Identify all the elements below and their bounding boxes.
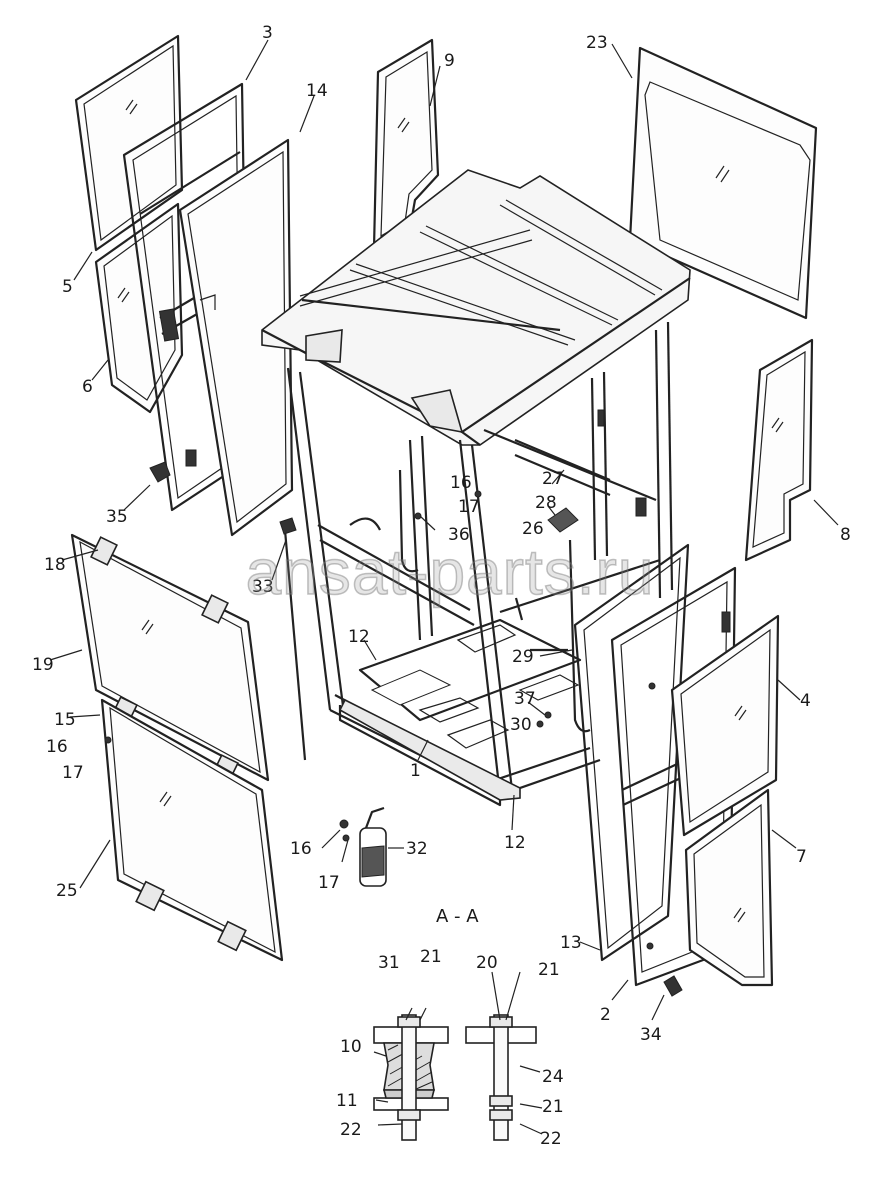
callout-labels: 3 14 9 23 5 6 35 8 18 19 15 16 17 33 12 …	[32, 23, 851, 1149]
part-7-lower-door-glass	[684, 788, 774, 987]
callout-26: 26	[522, 519, 544, 539]
callout-28: 28	[535, 493, 557, 513]
callout-5: 5	[62, 277, 73, 297]
part-23-right-glass	[628, 46, 818, 320]
callout-21-top-left: 21	[420, 947, 442, 967]
part-5-upper-glass	[74, 34, 184, 252]
callout-23: 23	[586, 33, 608, 53]
callout-16-lower: 16	[290, 839, 312, 859]
callout-12-upper: 12	[348, 627, 370, 647]
callout-27: 27	[542, 469, 564, 489]
part-1-cab-body	[261, 169, 691, 807]
callout-11: 11	[336, 1091, 358, 1111]
callout-10: 10	[340, 1037, 362, 1057]
callout-3: 3	[262, 23, 273, 43]
callout-35: 35	[106, 507, 128, 527]
callout-2: 2	[600, 1005, 611, 1025]
callout-19: 19	[32, 655, 54, 675]
section-label-a-a: A - A	[436, 906, 479, 927]
callout-16-center: 16	[450, 473, 472, 493]
callout-4: 4	[800, 691, 811, 711]
part-6-lower-glass	[94, 202, 184, 414]
callout-22-right: 22	[540, 1129, 562, 1149]
callout-1: 1	[410, 761, 421, 781]
callout-30: 30	[510, 715, 532, 735]
callout-7: 7	[796, 847, 807, 867]
part-4-upper-door-glass	[670, 614, 780, 837]
callout-17-left: 17	[62, 763, 84, 783]
callout-9: 9	[444, 51, 455, 71]
callout-37: 37	[514, 689, 536, 709]
part-34-bolt	[663, 975, 683, 997]
callout-21-top-right: 21	[538, 960, 560, 980]
callout-22-left: 22	[340, 1120, 362, 1140]
leader-lines	[49, 39, 839, 1135]
callout-33: 33	[252, 577, 274, 597]
callout-15: 15	[54, 710, 76, 730]
callout-25: 25	[56, 881, 78, 901]
callout-31: 31	[378, 953, 400, 973]
callout-20: 20	[476, 953, 498, 973]
part-13-door-frame	[573, 543, 690, 962]
callout-12-lower: 12	[504, 833, 526, 853]
callout-16-left: 16	[46, 737, 68, 757]
part-33-rod	[279, 517, 307, 761]
section-a-a-detail	[373, 1014, 537, 1141]
callout-34: 34	[640, 1025, 662, 1045]
callout-29: 29	[512, 647, 534, 667]
callout-14: 14	[306, 81, 328, 101]
part-32-extinguisher	[359, 806, 387, 887]
callout-18: 18	[44, 555, 66, 575]
part-14-door-glass	[178, 138, 294, 537]
callout-21-right: 21	[542, 1097, 564, 1117]
callout-17-center: 17	[458, 497, 480, 517]
part-25-lower-front-glass	[100, 698, 284, 962]
part-35-latch	[149, 461, 171, 483]
callout-17-lower: 17	[318, 873, 340, 893]
callout-32: 32	[406, 839, 428, 859]
part-8-side-glass	[744, 338, 814, 562]
callout-8: 8	[840, 525, 851, 545]
callout-6: 6	[82, 377, 93, 397]
callout-13: 13	[560, 933, 582, 953]
callout-36: 36	[448, 525, 470, 545]
callout-24: 24	[542, 1067, 564, 1087]
